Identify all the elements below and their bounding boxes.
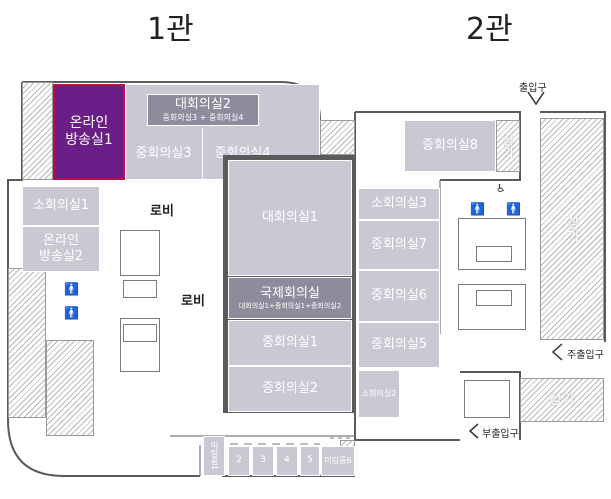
international-room-label: 국제회의실 <box>260 285 320 301</box>
service-area <box>320 120 355 155</box>
small-room-1[interactable]: 소회의실1 <box>22 186 100 226</box>
small-room-2[interactable]: 소회의실2 <box>358 370 400 418</box>
grand-room-2-sub: 중회의실3 + 중회의실4 <box>162 113 244 123</box>
mid-room-6[interactable]: 중회의실6 <box>358 270 440 322</box>
service-area <box>8 268 46 418</box>
shop-area-b <box>540 118 604 340</box>
stairs <box>120 230 160 276</box>
stairs <box>458 218 526 270</box>
hall1-title: 1관 <box>147 12 194 47</box>
mid-room-1[interactable]: 중회의실1 <box>228 320 352 366</box>
service-area <box>22 82 53 180</box>
accessible-restroom-icon: ♿ <box>496 182 506 195</box>
international-room[interactable]: 국제회의실 대회의실1+중회의실1+중회의실2 <box>228 277 352 319</box>
meeting-room-6[interactable]: 미팅룸6 <box>321 446 355 476</box>
mid-room-3[interactable]: 중회의실3 <box>135 145 192 161</box>
elevator-icon <box>123 280 157 298</box>
sub-entrance-label: 부출입구 <box>482 429 519 440</box>
hall2-title: 2관 <box>466 12 513 47</box>
mid-room-2[interactable]: 중회의실2 <box>228 366 352 412</box>
meeting-room-1[interactable]: 미팅룸1 <box>203 436 225 476</box>
meeting-room-4[interactable]: 4 <box>276 446 298 476</box>
meeting-room-2[interactable]: 2 <box>228 446 250 476</box>
shop-area-c <box>520 378 604 422</box>
online-studio-1[interactable]: 온라인 방송실1 <box>53 84 125 180</box>
shop-label-c: 상가 <box>549 391 575 408</box>
online-studio-2[interactable]: 온라인 방송실2 <box>22 226 100 272</box>
shop-area-a <box>496 120 520 172</box>
restroom-icon: 🚹 <box>64 306 79 320</box>
meeting-room-5[interactable]: 5 <box>300 446 320 476</box>
shop-label-a: 상가 <box>501 134 516 158</box>
restroom-icon: 🚹 <box>506 202 521 216</box>
grand-room-1[interactable]: 대회의실1 <box>228 160 352 276</box>
service-area <box>46 340 94 436</box>
grand-room-2-header[interactable]: 대회의실2 중회의실3 + 중회의실4 <box>147 94 259 126</box>
restroom-icon: 🚹 <box>64 282 79 296</box>
lobby-label-a: 로비 <box>150 204 174 219</box>
mid-room-7[interactable]: 중회의실7 <box>358 220 440 270</box>
stairs <box>464 380 510 418</box>
small-room-3[interactable]: 소회의실3 <box>358 188 440 220</box>
exit-label: 출입구 <box>519 83 547 94</box>
international-room-sub: 대회의실1+중회의실1+중회의실2 <box>238 301 342 310</box>
mid-room-8[interactable]: 중회의실8 <box>404 120 496 172</box>
meeting-room-3[interactable]: 3 <box>252 446 274 476</box>
shop-label-b: 상가 <box>564 215 581 243</box>
main-entrance-label: 주출입구 <box>567 350 604 361</box>
elevator-icon <box>476 290 512 306</box>
elevator-icon <box>123 324 157 342</box>
grand-room-2-label: 대회의실2 <box>174 96 232 112</box>
elevator-icon <box>476 246 512 262</box>
mid-room-5[interactable]: 중회의실5 <box>358 322 440 368</box>
restroom-icon: 🚹 <box>470 202 485 216</box>
lobby-label-b: 로비 <box>181 294 205 309</box>
